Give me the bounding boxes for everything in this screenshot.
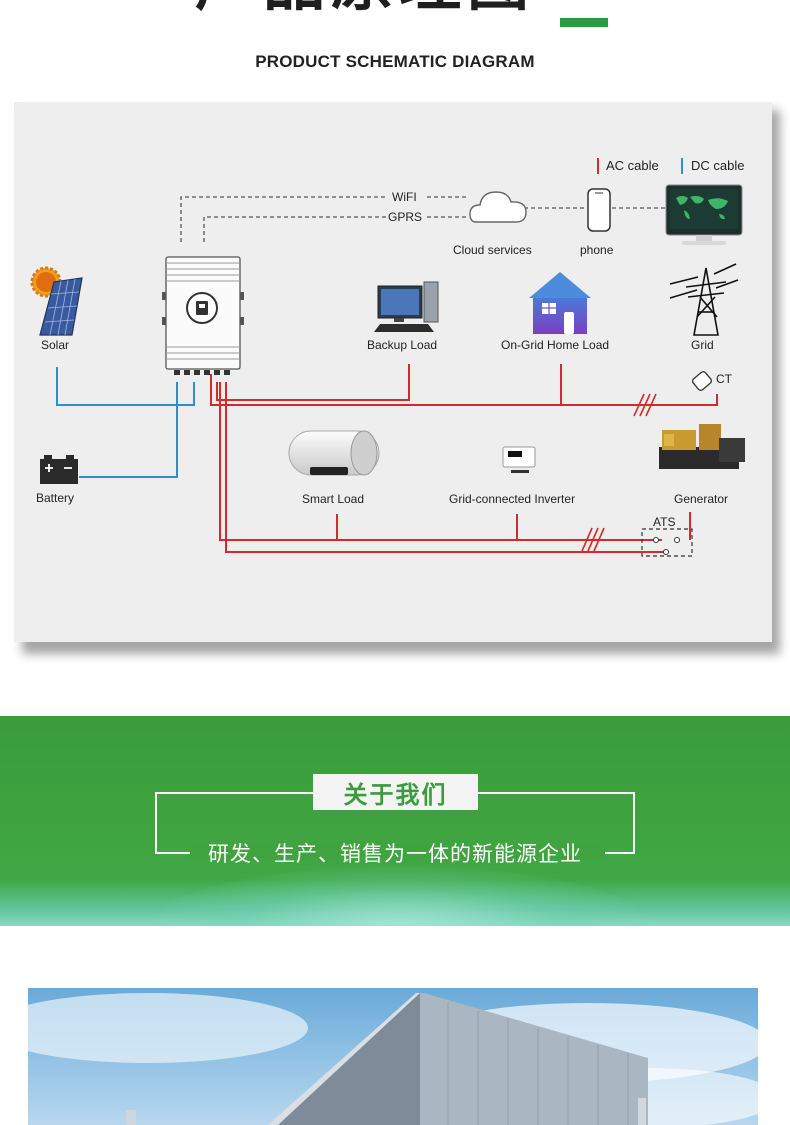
ct-clamp-icon — [691, 371, 713, 391]
page-title: 产品原理图 — [195, 0, 535, 14]
cloud-icon — [469, 191, 527, 223]
ac-wiring — [210, 364, 718, 553]
monitor-icon — [665, 184, 743, 245]
factory-photo — [28, 988, 758, 1125]
hybrid-inverter-icon — [162, 256, 244, 375]
power-tower-icon — [669, 263, 739, 336]
smart-load-label: Smart Load — [302, 492, 365, 506]
generator-icon — [659, 424, 745, 469]
title-accent-bar — [560, 18, 608, 27]
factory-building-icon — [28, 993, 758, 1125]
about-slogan: 研发、生产、销售为一体的新能源企业 — [208, 842, 582, 866]
grid-inverter-icon — [502, 446, 536, 473]
banner-glow — [150, 866, 650, 926]
comm-lines — [180, 196, 666, 242]
battery-label: Battery — [36, 491, 75, 505]
page-subtitle: PRODUCT SCHEMATIC DIAGRAM — [255, 52, 535, 71]
cloud-label: Cloud services — [453, 243, 532, 257]
phone-icon — [587, 188, 611, 232]
backup-load-label: Backup Load — [367, 338, 438, 352]
solar-label: Solar — [41, 338, 70, 352]
solar-panel-icon — [30, 266, 83, 336]
ats-switch-icon — [641, 528, 693, 557]
about-heading: 关于我们 — [343, 779, 448, 809]
about-banner: 关于我们 研发、生产、销售为一体的新能源企业 — [0, 716, 790, 926]
gprs-label: GPRS — [388, 210, 423, 224]
battery-icon — [40, 455, 78, 484]
home-load-label: On-Grid Home Load — [501, 338, 610, 352]
wifi-label: WiFI — [392, 190, 417, 204]
grid-label: Grid — [691, 338, 714, 352]
legend-dc-label: DC cable — [691, 158, 745, 173]
schematic-diagram: AC cable DC cable WiFI GPRS Cloud servic… — [14, 102, 772, 642]
schematic-wiring — [30, 158, 745, 557]
grid-inverter-label: Grid-connected Inverter — [449, 492, 576, 506]
water-heater-icon — [288, 430, 380, 476]
about-heading-box: 关于我们 — [313, 774, 478, 810]
generator-label: Generator — [674, 492, 729, 506]
ats-label: ATS — [653, 515, 676, 529]
ct-label: CT — [716, 372, 732, 386]
dc-wiring — [56, 367, 195, 478]
computer-icon — [374, 281, 439, 332]
legend-ac-label: AC cable — [606, 158, 659, 173]
line-breaks — [581, 393, 657, 552]
house-icon — [529, 272, 591, 334]
frame-gap — [190, 844, 605, 858]
phone-label: phone — [580, 243, 614, 257]
